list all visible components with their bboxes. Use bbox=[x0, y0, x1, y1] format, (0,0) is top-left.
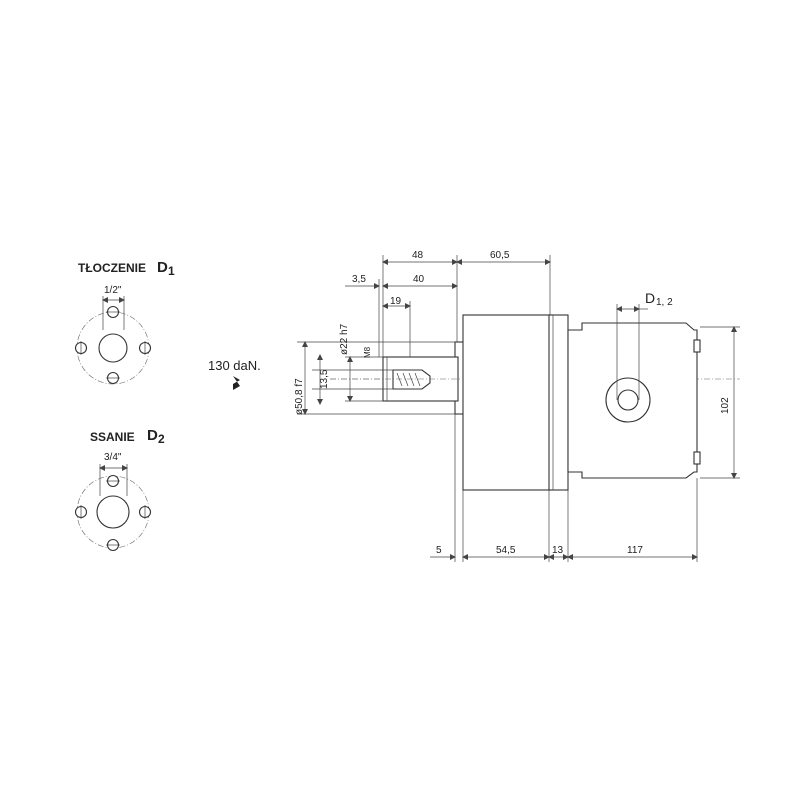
pump-side-view bbox=[330, 314, 740, 491]
dimensions-shaft: ø50,8 f7 13,5 ø22 h7 M8 bbox=[294, 323, 455, 415]
dim-3-5: 3,5 bbox=[352, 274, 366, 285]
radial-load-text: 130 daN. bbox=[208, 358, 261, 373]
discharge-port-symbol: D bbox=[157, 259, 168, 276]
dimension-port: D 1, 2 bbox=[616, 290, 673, 400]
mounting-flange bbox=[462, 314, 553, 491]
dim-48: 48 bbox=[412, 250, 424, 261]
dim-port-index: 1, 2 bbox=[656, 297, 673, 308]
suction-port-label: SSANIE bbox=[90, 430, 135, 444]
dim-port-symbol: D bbox=[645, 290, 655, 306]
dim-102: 102 bbox=[720, 397, 731, 414]
dimensions-top: 48 60,5 3,5 40 19 bbox=[345, 250, 551, 357]
dim-5: 5 bbox=[436, 545, 442, 556]
dim-54-5: 54,5 bbox=[496, 545, 516, 556]
dim-19: 19 bbox=[390, 296, 402, 307]
discharge-bolt-holes bbox=[74, 305, 152, 385]
seal-plate bbox=[548, 314, 569, 491]
suction-port-index: 2 bbox=[158, 432, 165, 446]
dimensions-bottom: 5 54,5 13 117 bbox=[430, 414, 698, 562]
suction-port-bore bbox=[96, 495, 130, 529]
discharge-port-index: 1 bbox=[168, 264, 175, 278]
discharge-port-view: TŁOCZENIE D 1 1/2" bbox=[74, 259, 175, 385]
dim-13-5: 13,5 bbox=[319, 369, 330, 389]
suction-port-size: 3/4" bbox=[104, 452, 122, 463]
discharge-port-bore bbox=[98, 333, 128, 363]
discharge-port-size: 1/2" bbox=[104, 285, 122, 296]
dim-117: 117 bbox=[627, 545, 643, 556]
suction-bolt-holes bbox=[74, 474, 152, 552]
dimension-height: 102 bbox=[700, 326, 740, 479]
dim-13: 13 bbox=[552, 545, 564, 556]
dim-thread: M8 bbox=[363, 346, 372, 358]
dim-60-5: 60,5 bbox=[490, 250, 510, 261]
radial-load-annotation: 130 daN. bbox=[208, 358, 261, 390]
load-arrow-icon bbox=[233, 376, 240, 390]
dim-40: 40 bbox=[413, 274, 425, 285]
dim-shaft-diameter: ø22 h7 bbox=[339, 323, 350, 355]
suction-port-view: SSANIE D 2 3/4" bbox=[74, 427, 165, 552]
suction-port-symbol: D bbox=[147, 427, 158, 444]
dim-pilot-diameter: ø50,8 f7 bbox=[294, 378, 305, 415]
discharge-port-label: TŁOCZENIE bbox=[78, 261, 146, 275]
